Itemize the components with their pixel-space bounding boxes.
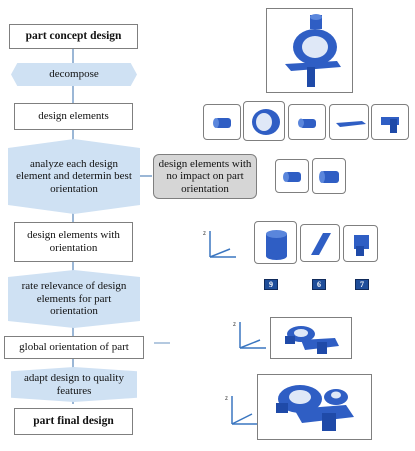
t-bracket-shape bbox=[381, 117, 399, 133]
step-analyze: analyze each design element and determin… bbox=[8, 139, 140, 214]
oriented-element-2 bbox=[300, 224, 340, 262]
step-adapt-design: adapt design to quality features bbox=[11, 367, 137, 402]
rating-badge-2: 6 bbox=[312, 279, 326, 290]
step-design-elements: design elements bbox=[14, 103, 133, 130]
step-decompose: decompose bbox=[11, 63, 137, 86]
step-global-orientation: global orientation of part bbox=[4, 336, 144, 359]
step-design-elements-with-orientation: design elements with orientation bbox=[14, 222, 133, 262]
no-impact-note: design elements with no impact on part o… bbox=[153, 154, 257, 199]
short-cylinder-shape bbox=[298, 118, 316, 128]
svg-text:z: z bbox=[225, 396, 228, 402]
element-thumb-5 bbox=[371, 104, 409, 140]
element-thumb-4 bbox=[329, 104, 369, 140]
cylinder-shape-2 bbox=[319, 171, 339, 183]
svg-text:z: z bbox=[203, 231, 206, 237]
global-orientation-part-image bbox=[270, 317, 352, 359]
final-part-drawing bbox=[276, 385, 354, 431]
upright-cylinder-shape bbox=[266, 230, 287, 260]
element-thumb-1 bbox=[203, 104, 241, 140]
flat-plate-shape bbox=[336, 121, 366, 127]
axis-triad-3: z bbox=[225, 396, 258, 425]
bracket-shape bbox=[354, 235, 369, 256]
step-part-concept-design: part concept design bbox=[9, 24, 138, 49]
oriented-element-3 bbox=[343, 225, 378, 262]
rating-badge-1: 9 bbox=[264, 279, 278, 290]
ring-shape bbox=[252, 109, 280, 135]
element-thumb-3 bbox=[288, 104, 326, 140]
oriented-element-1 bbox=[254, 221, 297, 264]
no-impact-thumb-1 bbox=[275, 159, 309, 193]
no-impact-thumb-2 bbox=[312, 158, 346, 194]
step-part-final-design: part final design bbox=[14, 408, 133, 435]
element-thumb-2 bbox=[243, 101, 285, 141]
cylinder-shape bbox=[283, 172, 301, 182]
final-design-part-image bbox=[257, 374, 372, 440]
oriented-part-drawing bbox=[285, 326, 339, 354]
small-cylinder-shape bbox=[213, 118, 231, 128]
axis-triad-2: z bbox=[233, 322, 266, 349]
axis-triad-1: z bbox=[203, 231, 236, 258]
tilted-plate-shape bbox=[311, 233, 331, 255]
concept-part-image bbox=[266, 8, 353, 93]
svg-text:z: z bbox=[233, 322, 236, 328]
step-rate-relevance: rate relevance of design elements for pa… bbox=[8, 270, 140, 328]
concept-part-drawing bbox=[285, 14, 341, 87]
rating-badge-3: 7 bbox=[355, 279, 369, 290]
